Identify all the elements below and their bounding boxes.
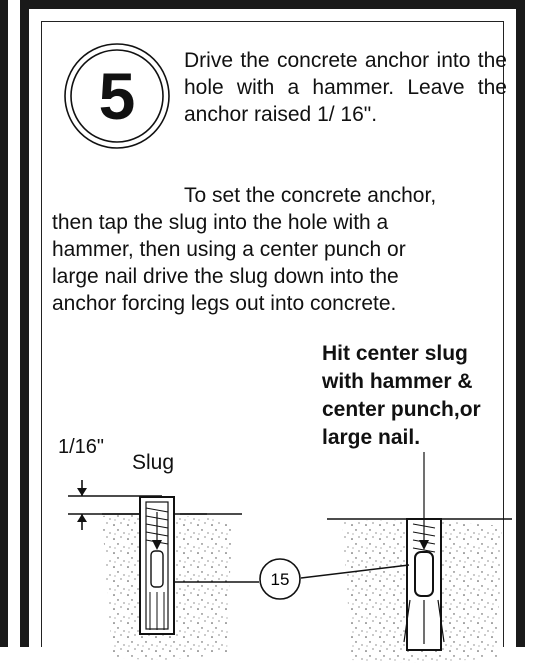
slug-label: Slug: [132, 451, 175, 474]
hammer-callout: Hit center slug with hammer & center pun…: [322, 340, 512, 452]
instruction-line: anchor forcing legs out into concrete.: [52, 292, 397, 315]
callout-line: large nail.: [322, 426, 421, 449]
instruction-paragraph-2: then tap the slug into the hole with a h…: [52, 209, 512, 317]
part-number-callout: 15: [175, 558, 410, 600]
part-number: 15: [271, 570, 290, 589]
dimension-label: 1/16": [58, 436, 105, 458]
left-border-strip: [0, 0, 8, 647]
left-anchor-icon: [139, 496, 175, 635]
step-circle-icon: [64, 43, 170, 149]
anchor-diagram: 15: [68, 452, 512, 663]
instruction-line: then tap the slug into the hole with a: [52, 211, 389, 234]
step-badge: 5: [62, 41, 172, 151]
callout-line: Hit center slug: [322, 342, 468, 365]
right-anchor-icon: [403, 492, 445, 651]
instruction-paragraph-1: Drive the concrete anchor into the hole …: [184, 49, 507, 126]
step-number: 5: [98, 59, 136, 133]
instruction-panel: 5 Drive the concrete anchor into the hol…: [20, 0, 525, 663]
instruction-line: hammer, then using a center punch or: [52, 238, 406, 261]
callout-line: with hammer &: [322, 370, 473, 393]
instruction-line: large nail drive the slug down into the: [52, 265, 399, 288]
part-number-circle-icon: [259, 558, 301, 600]
instruction-paragraph-2-first-line: To set the concrete anchor,: [184, 184, 437, 207]
callout-line: center punch,or: [322, 398, 481, 421]
instruction-panel-inner: 5 Drive the concrete anchor into the hol…: [41, 21, 512, 663]
